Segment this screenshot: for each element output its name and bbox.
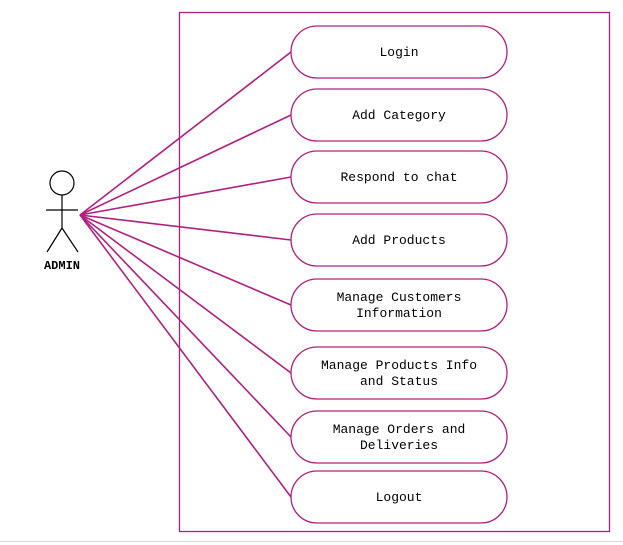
- use-case-oval: [290, 213, 508, 267]
- bottom-divider: [0, 541, 623, 542]
- use-case-label: Manage Products Info: [321, 358, 477, 373]
- use-case-respond-to-chat: Respond to chat: [290, 150, 508, 204]
- use-case-label: Logout: [376, 490, 423, 505]
- use-case-oval: [290, 150, 508, 204]
- use-case-add-category: Add Category: [290, 88, 508, 142]
- use-case-label: Add Products: [352, 233, 446, 248]
- system-boundary: [178, 11, 611, 533]
- use-case-add-products: Add Products: [290, 213, 508, 267]
- association-line-add-products: [79, 214, 292, 241]
- association-line-manage-products-info-and-status: [79, 214, 292, 374]
- actor-label: ADMIN: [44, 259, 80, 273]
- association-line-manage-orders-and-deliveries: [79, 214, 292, 438]
- admin-actor: ADMIN: [44, 170, 80, 273]
- association-line-login: [79, 51, 292, 216]
- use-case-label: Deliveries: [360, 438, 438, 453]
- use-case-label: and Status: [360, 374, 438, 389]
- use-case-label: Respond to chat: [340, 170, 457, 185]
- use-case-login: Login: [290, 25, 508, 79]
- use-case-label: Manage Orders and: [333, 422, 466, 437]
- actor-head: [49, 170, 75, 196]
- use-case-logout: Logout: [290, 470, 508, 524]
- use-case-oval: [290, 346, 508, 400]
- use-case-label: Add Category: [352, 108, 446, 123]
- use-case-oval: [290, 278, 508, 332]
- use-case-oval: [290, 25, 508, 79]
- use-case-label: Login: [379, 45, 418, 60]
- association-line-logout: [79, 214, 292, 498]
- use-case-label: Information: [356, 306, 442, 321]
- association-line-add-category: [79, 114, 292, 216]
- association-line-respond-to-chat: [79, 176, 292, 216]
- actor-left-leg: [46, 227, 63, 253]
- use-case-oval: [290, 410, 508, 464]
- association-line-manage-customers-information: [79, 214, 292, 306]
- use-case-oval: [290, 88, 508, 142]
- use-case-oval: [290, 470, 508, 524]
- use-case-label: Manage Customers: [337, 290, 462, 305]
- association-lines: [79, 51, 292, 498]
- actor-right-leg: [61, 227, 79, 253]
